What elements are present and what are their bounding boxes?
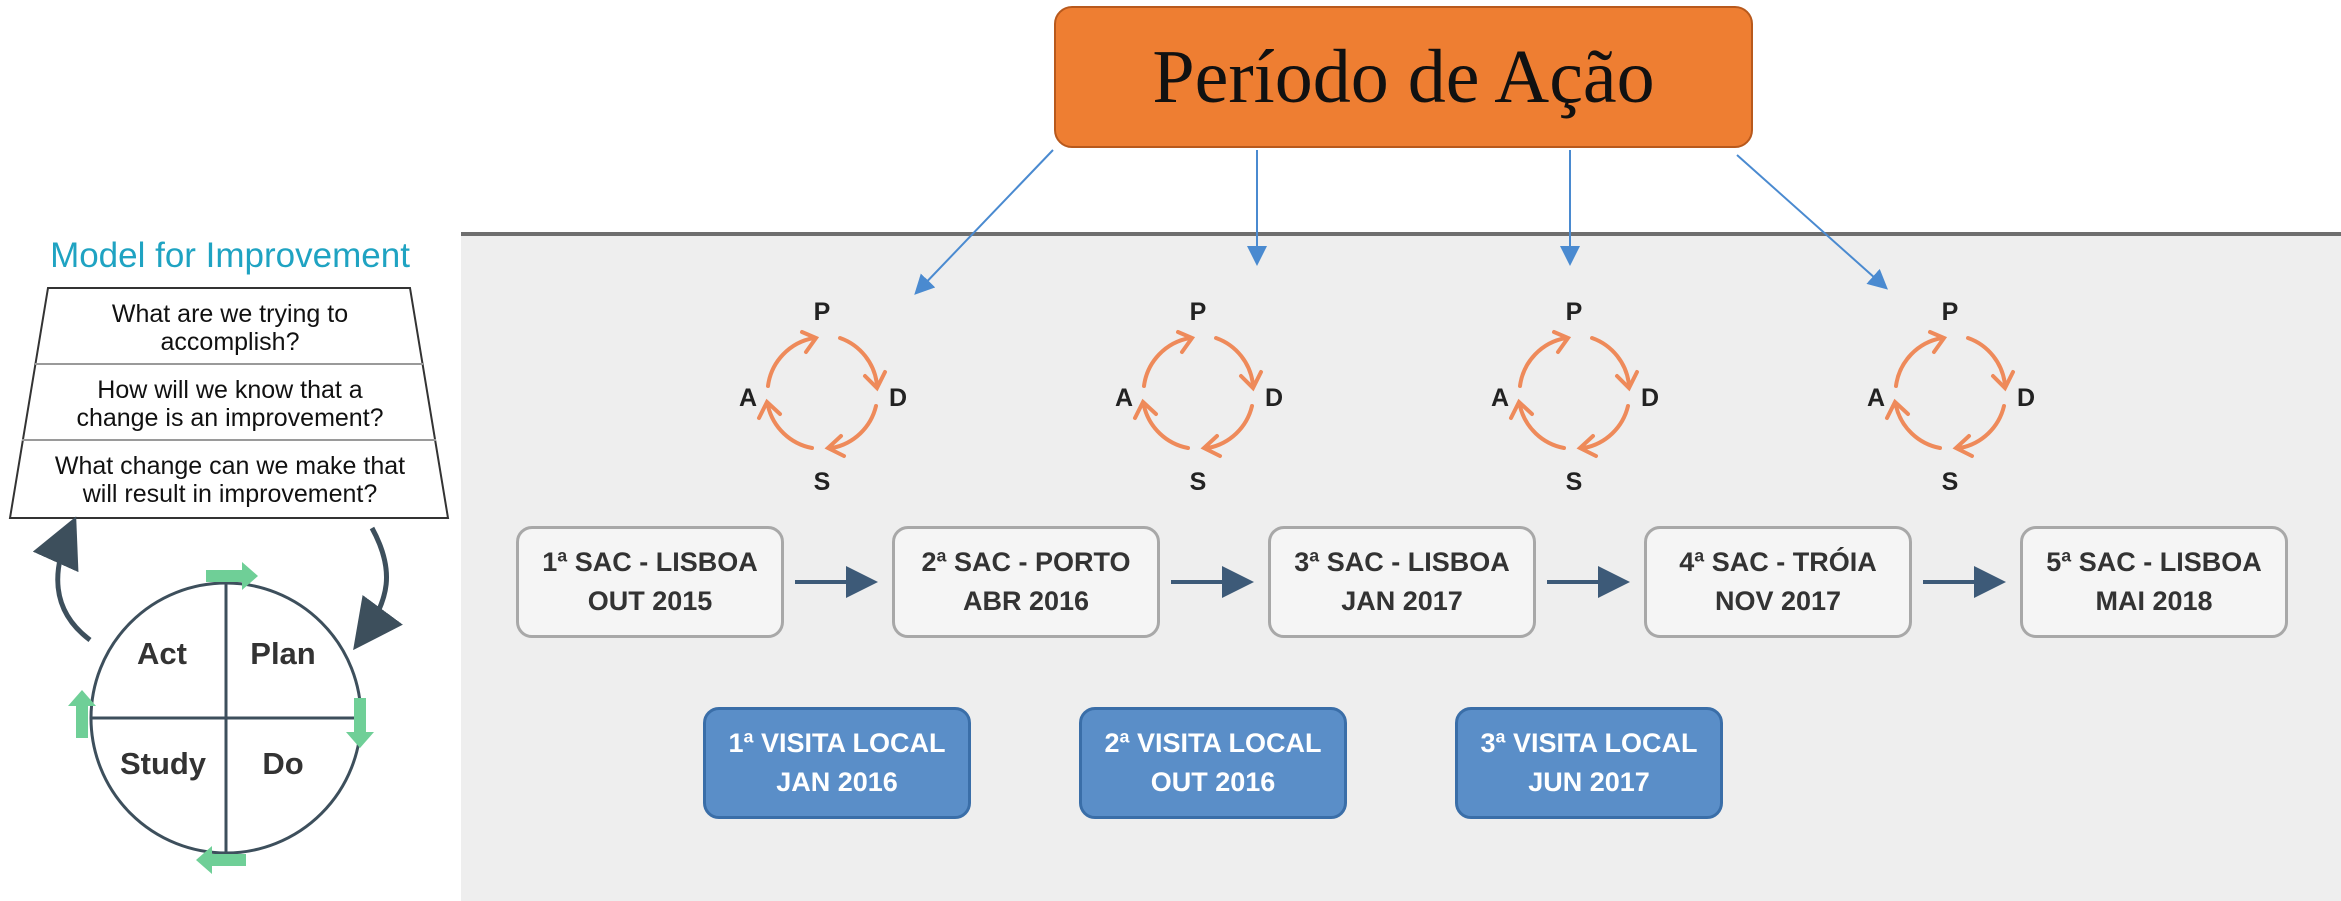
pdsa-d-label: D [2017, 384, 2035, 412]
pdsa-s-label: S [814, 468, 831, 496]
question-item: What are we trying to accomplish? [111, 300, 349, 356]
green-arrow-icons [68, 562, 374, 874]
question-item: What change can we make that will result… [54, 452, 406, 508]
title-text: Período de Ação [1152, 34, 1655, 119]
question-item: How will we know that a change is an imp… [76, 376, 384, 432]
session-date: JAN 2017 [1341, 586, 1463, 616]
pdsa-d-label: D [1265, 384, 1283, 412]
session-title: 3ª SAC - LISBOA [1294, 547, 1510, 577]
pdsa-cycle: P D S A [1867, 298, 2035, 496]
session-date: OUT 2015 [587, 586, 713, 616]
visit-date: OUT 2016 [1150, 767, 1276, 797]
model-diagram: Act Plan Study Do [8, 287, 450, 874]
left-curved-arrow [32, 516, 92, 642]
title-box: Período de Ação [1054, 6, 1753, 148]
pdsa-s-label: S [1566, 468, 1583, 496]
model-title: Model for Improvement [50, 236, 410, 275]
pdsa-d-label: D [1641, 384, 1659, 412]
pdsa-cycle: P D S A [1115, 298, 1283, 496]
session-box: 4ª SAC - TRÓIA NOV 2017 [1644, 526, 1912, 638]
right-curved-arrow [353, 526, 403, 651]
visit-date: JUN 2017 [1528, 767, 1650, 797]
pdsa-a-label: A [1867, 384, 1885, 412]
visit-title: 2ª VISITA LOCAL [1104, 728, 1322, 758]
connector-arrow [1736, 154, 1888, 290]
connector-arrow [914, 149, 1054, 295]
pdsa-p-label: P [814, 298, 831, 326]
visit-box: 3ª VISITA LOCAL JUN 2017 [1455, 707, 1723, 819]
session-date: ABR 2016 [962, 586, 1090, 616]
visit-box: 1ª VISITA LOCAL JAN 2016 [703, 707, 971, 819]
visit-title: 3ª VISITA LOCAL [1480, 728, 1698, 758]
quadrant-plan: Plan [250, 636, 315, 671]
questions-trapezoid [8, 287, 450, 519]
session-box: 1ª SAC - LISBOA OUT 2015 [516, 526, 784, 638]
pdsa-a-label: A [1115, 384, 1133, 412]
quadrant-study: Study [120, 746, 207, 781]
pdsa-cycle: P D S A [739, 298, 907, 496]
session-title: 4ª SAC - TRÓIA [1679, 547, 1877, 577]
visit-title: 1ª VISITA LOCAL [728, 728, 946, 758]
pdsa-a-label: A [1491, 384, 1509, 412]
pdsa-d-label: D [889, 384, 907, 412]
session-date: NOV 2017 [1714, 586, 1842, 616]
visit-box: 2ª VISITA LOCAL OUT 2016 [1079, 707, 1347, 819]
session-box: 5ª SAC - LISBOA MAI 2018 [2020, 526, 2288, 638]
session-box: 3ª SAC - LISBOA JAN 2017 [1268, 526, 1536, 638]
pdsa-p-label: P [1942, 298, 1959, 326]
pdsa-p-label: P [1190, 298, 1207, 326]
pdsa-a-label: A [739, 384, 757, 412]
session-title: 2ª SAC - PORTO [921, 547, 1131, 577]
pdsa-s-label: S [1942, 468, 1959, 496]
session-title: 5ª SAC - LISBOA [2046, 547, 2262, 577]
pdsa-cycle: P D S A [1491, 298, 1659, 496]
session-date: MAI 2018 [2095, 586, 2213, 616]
pdsa-p-label: P [1566, 298, 1583, 326]
pdsa-s-label: S [1190, 468, 1207, 496]
session-title: 1ª SAC - LISBOA [542, 547, 758, 577]
session-box: 2ª SAC - PORTO ABR 2016 [892, 526, 1160, 638]
quadrant-do: Do [262, 746, 303, 781]
visit-date: JAN 2016 [776, 767, 898, 797]
quadrant-act: Act [137, 636, 187, 671]
